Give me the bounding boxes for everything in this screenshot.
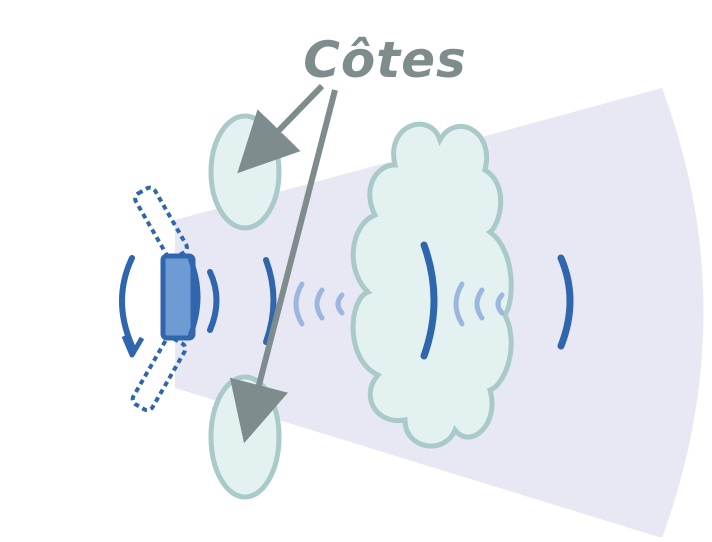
wave-emitted-1 (207, 269, 220, 333)
echo-group-2 (453, 281, 505, 327)
probe-ghost-up (133, 185, 189, 261)
arrow-to-rib-top (237, 83, 325, 174)
rib-bottom (208, 374, 282, 500)
arrow-to-rib-bottom (229, 89, 338, 444)
rib-top (208, 113, 282, 231)
wave-emitted-3 (420, 241, 438, 360)
probe-body (160, 253, 196, 341)
probe-face (187, 257, 201, 337)
probe-ghost-down (130, 335, 188, 413)
diagram-title: Côtes (303, 31, 467, 89)
echo-group-1 (293, 281, 345, 327)
wave-emitted-2 (263, 257, 277, 345)
probe-icon (130, 185, 201, 413)
curved-arrow-icon (119, 255, 145, 358)
wave-emitted-4 (557, 254, 574, 350)
